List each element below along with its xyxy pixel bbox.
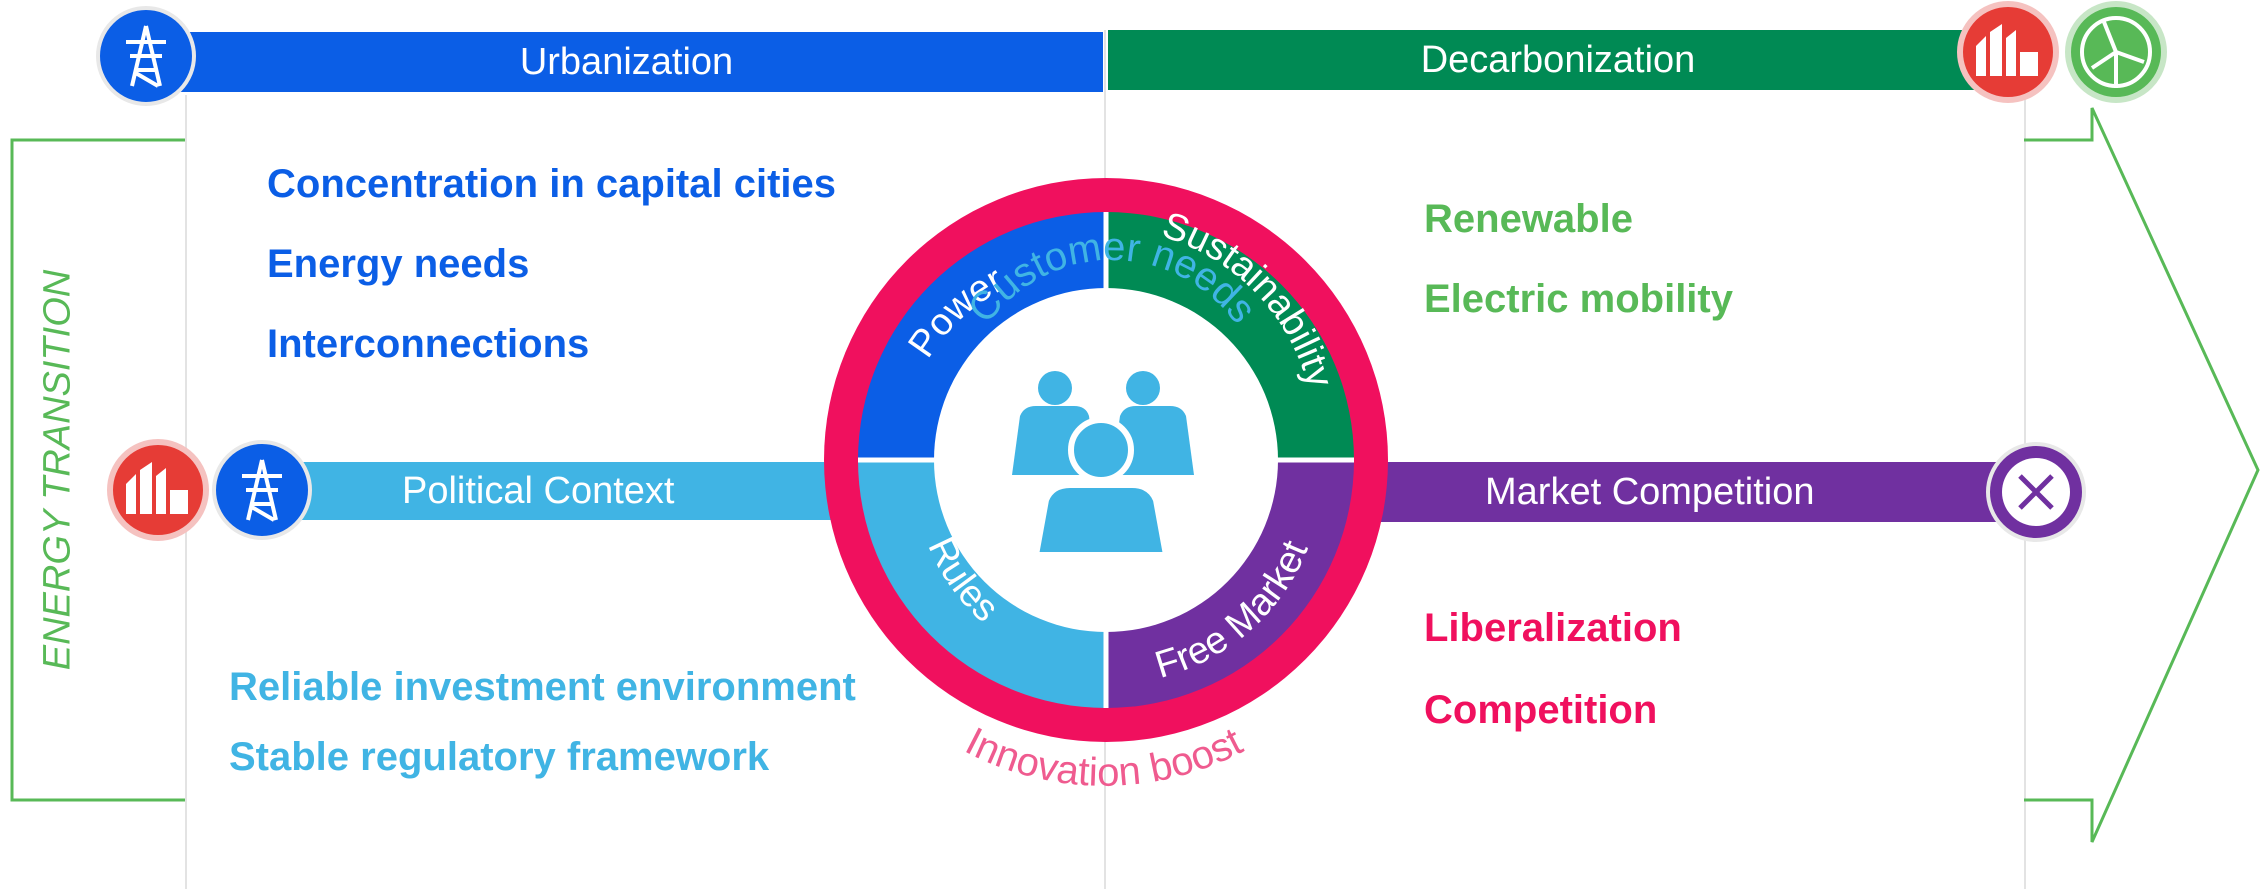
- market-competition-banner: Market Competition: [1320, 462, 2040, 522]
- power-pylon-icon: [96, 6, 196, 106]
- urbanization-point-3: Interconnections: [267, 322, 590, 366]
- wind-turbine-icon: [2065, 1, 2167, 103]
- close-x-icon: [1986, 442, 2086, 542]
- factory-icon: [1957, 1, 2059, 103]
- power-pylon-icon: [212, 440, 312, 540]
- political-point-1: Reliable investment environment: [229, 665, 856, 709]
- factory-icon: [107, 439, 209, 541]
- people-group-icon: [1012, 371, 1194, 558]
- urbanization-title: Urbanization: [519, 40, 734, 83]
- political-context-title: Political Context: [402, 469, 675, 512]
- market-point-1: Liberalization: [1424, 606, 1682, 650]
- market-competition-title: Market Competition: [1485, 470, 1815, 513]
- decarbonization-point-1: Renewable: [1424, 197, 1633, 241]
- market-point-2: Competition: [1424, 688, 1658, 732]
- urbanization-banner: Urbanization: [150, 32, 1103, 92]
- urbanization-point-2: Energy needs: [267, 242, 530, 286]
- political-point-2: Stable regulatory framework: [229, 735, 770, 779]
- urbanization-point-1: Concentration in capital cities: [267, 162, 837, 206]
- decarbonization-title: Decarbonization: [1420, 38, 1696, 81]
- political-context-banner: Political Context: [250, 462, 870, 520]
- decarbonization-banner: Decarbonization: [1108, 30, 2008, 90]
- decarbonization-point-2: Electric mobility: [1424, 277, 1733, 321]
